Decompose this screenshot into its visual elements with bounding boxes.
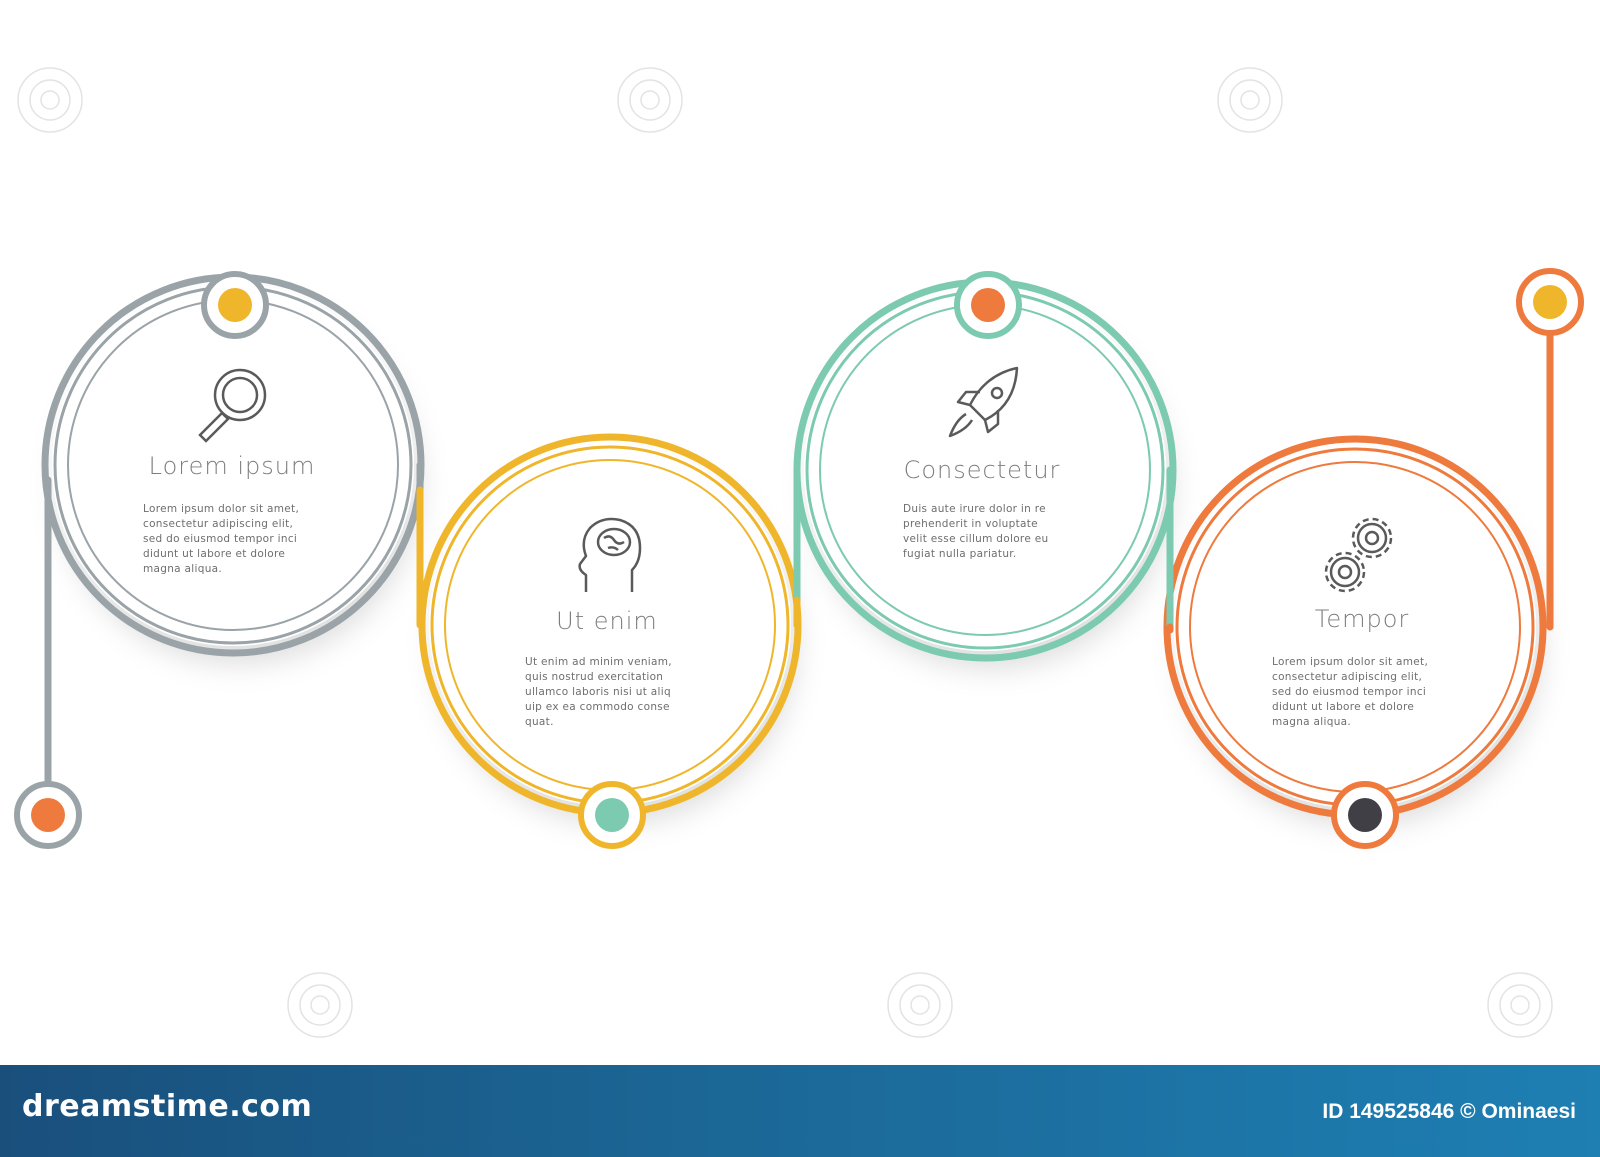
infographic-canvas: Lorem ipsum Lorem ipsum dolor sit amet, … — [14, 67, 1584, 1038]
node-bottom-4 — [1331, 781, 1399, 849]
step-3-text: Duis aute irure dolor in re prehenderit … — [903, 503, 1049, 560]
footer-image-id: ID 149525846 © Ominaesi — [1322, 1100, 1576, 1123]
magnifier-icon — [198, 368, 267, 443]
footer-bar: dreamstime.com ID 149525846 © Ominaesi — [0, 1065, 1600, 1157]
step-2-title: Ut enim — [556, 607, 658, 635]
timeline-path — [44, 318, 1554, 794]
step-1-text: Lorem ipsum dolor sit amet, consectetur … — [143, 503, 300, 575]
step-1-title: Lorem ipsum — [148, 452, 316, 480]
gears-icon — [1324, 517, 1393, 593]
node-top-1 — [201, 271, 269, 339]
step-3-title: Consectetur — [903, 456, 1061, 484]
node-bottom-2 — [578, 781, 646, 849]
watermark-pattern — [17, 67, 1553, 1038]
footer-brand[interactable]: dreamstime.com — [22, 1089, 313, 1124]
brain-head-icon — [578, 517, 642, 592]
step-4-title: Tempor — [1314, 605, 1410, 633]
node-top-3 — [954, 271, 1022, 339]
timeline-graphic — [14, 67, 1584, 1038]
step-4-text: Lorem ipsum dolor sit amet, consectetur … — [1272, 656, 1429, 728]
node-start — [14, 781, 82, 849]
rocket-icon — [948, 366, 1019, 438]
step-2-text: Ut enim ad minim veniam, quis nostrud ex… — [525, 656, 672, 728]
node-end — [1516, 268, 1584, 336]
